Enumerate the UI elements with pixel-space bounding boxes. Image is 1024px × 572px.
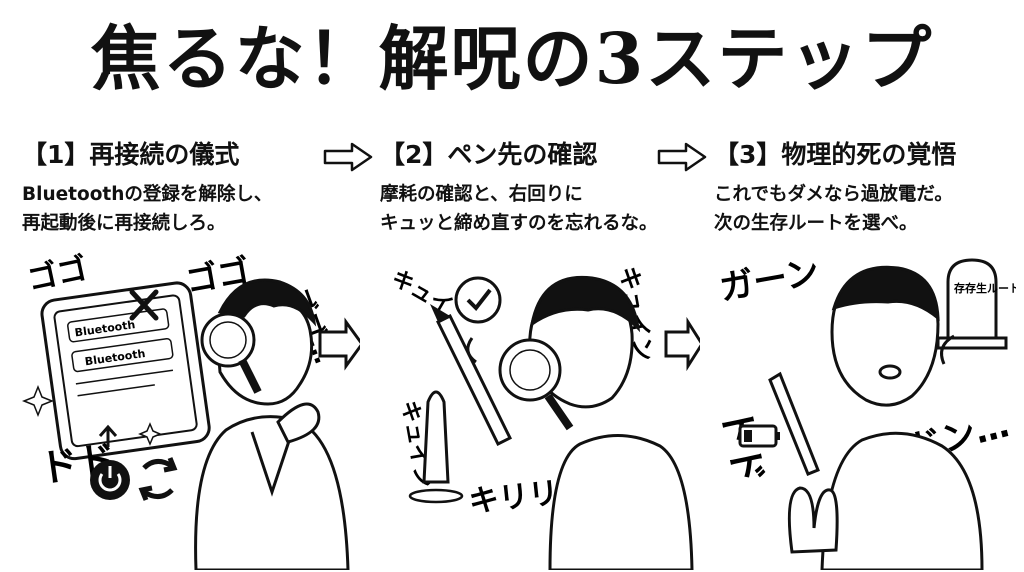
sfx-gaan: ガーン [717, 252, 823, 309]
rotate-arrow-icon [466, 337, 477, 364]
dead-battery-icon [738, 424, 780, 448]
up-arrow-icon [98, 424, 118, 447]
step-1-text: 【1】再接続の儀式 Bluetoothの登録を解除し、 再起動後に再接続しろ。 [22, 138, 272, 238]
cancel-x-icon [129, 289, 159, 321]
grave-label: 存存生ルート [954, 281, 1016, 295]
step-2-description: 摩耗の確認と、右回りに キュッと締め直すのを忘れるな。 [380, 180, 658, 238]
check-bubble-icon [454, 276, 502, 324]
tablet-icon: Bluetooth Bluetooth [40, 281, 211, 461]
step-2-text: 【2】ペン先の確認 摩耗の確認と、右回りに キュッと締め直すのを忘れるな。 [380, 138, 658, 238]
step-2-heading: 【2】ペン先の確認 [380, 140, 598, 169]
step-2-desc-line-2: キュッと締め直すのを忘れるな。 [380, 213, 658, 234]
next-arrow-icon [664, 316, 700, 372]
page-title: 焦るな！解呪の3ステップ [90, 17, 934, 100]
step-1-description: Bluetoothの登録を解除し、 再起動後に再接続しろ。 [22, 180, 272, 238]
step-3-illustration: ガーン ドド ドン… 存存生ルート [713, 252, 1016, 570]
sfx-gogo-1: ゴゴ [24, 252, 90, 298]
next-arrow-icon [318, 317, 360, 371]
sparkle-icon [21, 384, 55, 418]
step-2-desc-line-1: 摩耗の確認と、右回りに [380, 184, 583, 205]
pen-tip-icon [408, 390, 464, 504]
step-2-illustration: キュイ キュイン キュイン キリリイイン [387, 264, 700, 570]
step-1-desc-line-1: Bluetoothの登録を解除し、 [22, 184, 273, 205]
sfx-kyui: キュイ [387, 266, 457, 321]
power-button-icon [90, 460, 130, 500]
header-arrow-1-icon [323, 142, 373, 172]
step-3-description: これでもダメなら過放電だ。 次の生存ルートを選べ。 [714, 180, 956, 238]
header-arrow-2-icon [657, 142, 707, 172]
broken-stylus-icon [768, 371, 820, 476]
grave-icon: 存存生ルート [936, 258, 1016, 350]
step-3-desc-line-1: これでもダメなら過放電だ。 [714, 184, 953, 205]
step-1-desc-line-2: 再起動後に再接続しろ。 [22, 213, 226, 234]
man-with-magnifier [498, 275, 694, 570]
step-1-heading: 【1】再接続の儀式 [22, 140, 240, 169]
stylus-pen-icon [430, 304, 513, 447]
sparkle-icon [138, 422, 162, 446]
curved-arrow-icon [940, 334, 955, 365]
refresh-icon [142, 457, 178, 473]
step-3-desc-line-2: 次の生存ルートを選べ。 [714, 213, 918, 234]
shocked-man [787, 265, 984, 570]
step-3-heading: 【3】物理的死の覚悟 [714, 140, 957, 169]
step-3-text: 【3】物理的死の覚悟 これでもダメなら過放電だ。 次の生存ルートを選べ。 [714, 138, 956, 238]
man-with-magnifier [194, 278, 350, 570]
step-1-illustration: Bluetooth Bluetooth ゴゴ ゴゴ ゴゴ… ドド [21, 252, 360, 570]
